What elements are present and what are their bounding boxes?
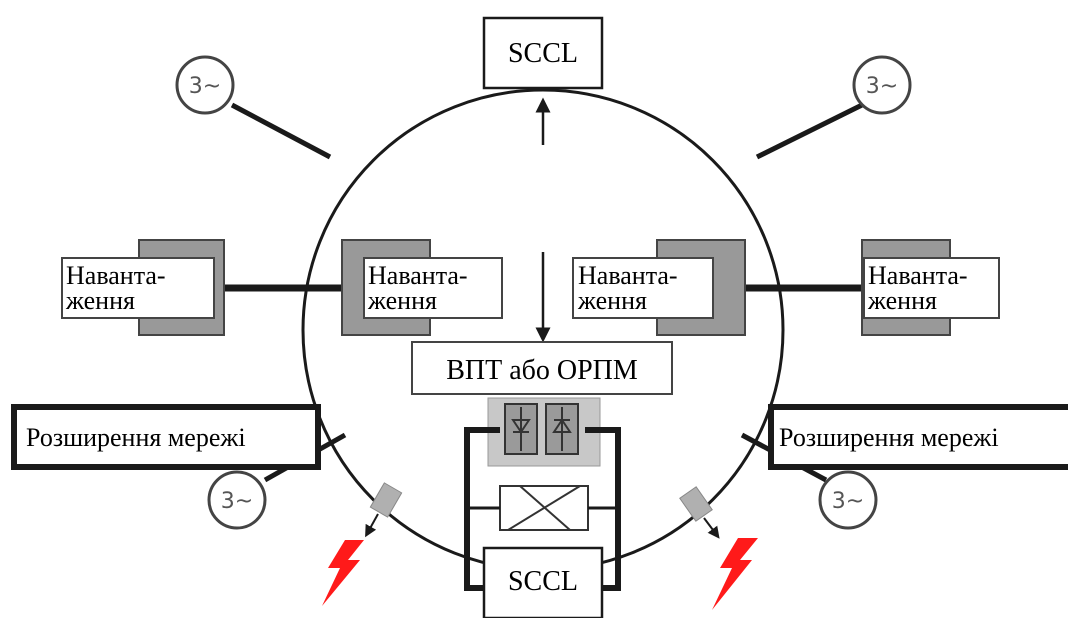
load-label-line2: ження xyxy=(65,286,135,315)
network-extension-left: Розширення мережі xyxy=(11,404,321,470)
load-label-line1: Наванта- xyxy=(66,261,166,290)
load-label-line2: ження xyxy=(867,286,937,315)
load-label-line2: ження xyxy=(367,286,437,315)
network-extension-label: Розширення мережі xyxy=(26,423,246,452)
network-extension-right: Розширення мережі xyxy=(768,404,1068,470)
load-block-2: Наванта- ження xyxy=(341,239,503,336)
lightning-bolt-icon xyxy=(712,538,758,610)
generator-label: 3~ xyxy=(189,74,221,99)
load-block-3: Наванта- ження xyxy=(572,239,746,336)
generator-top-left: 3~ xyxy=(175,55,235,115)
generator-top-right: 3~ xyxy=(852,55,912,115)
gen-line-top-left xyxy=(230,102,332,160)
sccl-bottom-box: SCCL xyxy=(482,546,604,618)
sccl-top-box: SCCL xyxy=(482,16,604,90)
network-extension-right-clip: Розширення мережі xyxy=(768,404,1068,470)
sccl-top-label: SCCL xyxy=(508,38,578,69)
load-label-line1: Наванта- xyxy=(578,261,678,290)
bottom-switch-assembly xyxy=(464,397,621,591)
network-extension-label: Розширення мережі xyxy=(779,423,999,452)
load-label-line2: ження xyxy=(577,286,647,315)
gen-line-top-right xyxy=(755,102,864,160)
load-label-line1: Наванта- xyxy=(868,261,968,290)
circuit-breaker-icon xyxy=(679,486,713,522)
sccl-bottom-label: SCCL xyxy=(508,566,578,597)
generator-label: 3~ xyxy=(221,489,253,514)
generator-bottom-left: 3~ xyxy=(207,470,267,530)
circuit-breaker-icon xyxy=(369,482,403,518)
generator-bottom-right: 3~ xyxy=(818,470,878,530)
fault-right xyxy=(679,486,758,610)
thyristor-icon xyxy=(545,403,579,455)
converter-box: ВПТ або ОРПМ xyxy=(411,341,673,395)
load-block-1: Наванта- ження xyxy=(61,239,225,336)
load-block-4: Наванта- ження xyxy=(861,239,1000,336)
generator-label: 3~ xyxy=(832,489,864,514)
reactor-cross-icon xyxy=(499,485,589,531)
fault-left xyxy=(322,482,403,606)
generator-label: 3~ xyxy=(866,74,898,99)
load-label-line1: Наванта- xyxy=(368,261,468,290)
thyristor-icon xyxy=(504,403,538,455)
converter-label: ВПТ або ОРПМ xyxy=(446,355,638,386)
lightning-bolt-icon xyxy=(322,540,364,606)
